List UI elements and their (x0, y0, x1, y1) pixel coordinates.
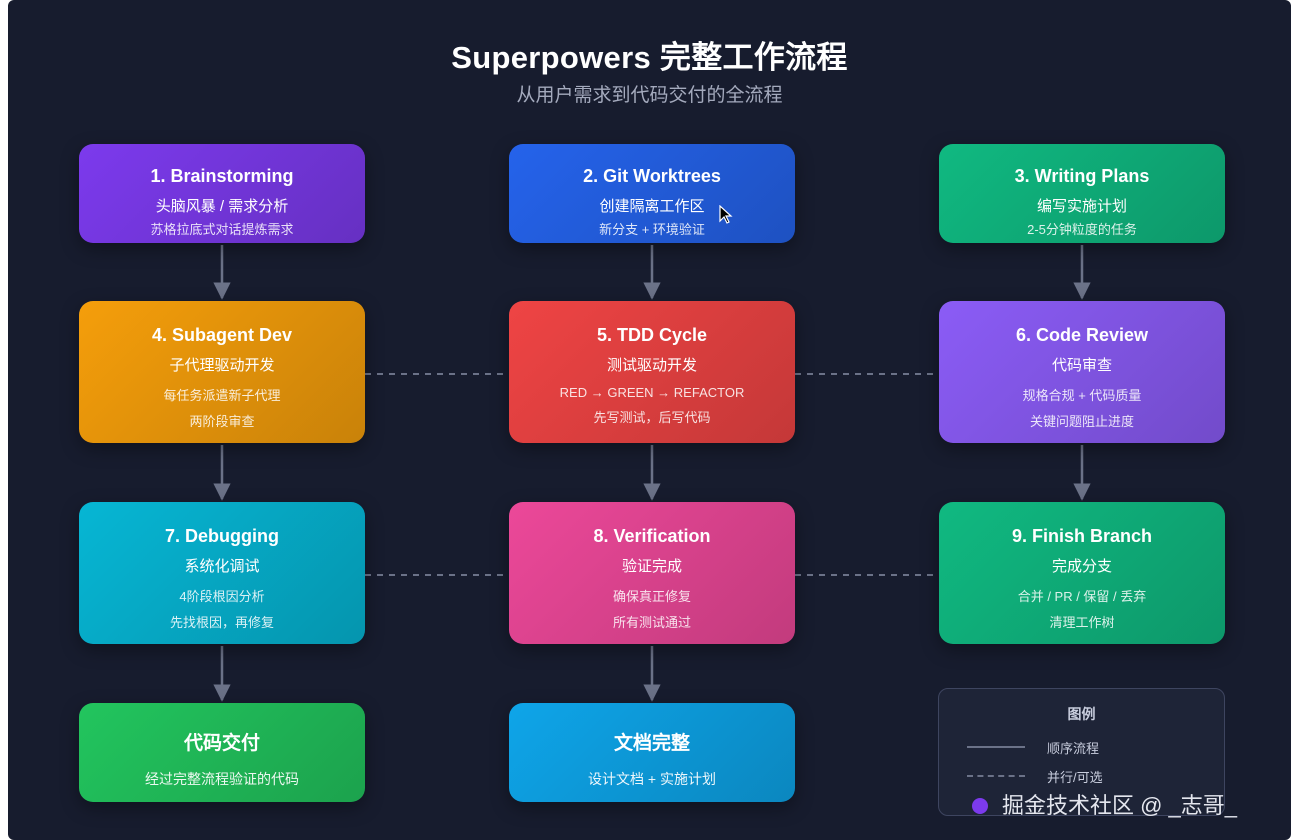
page-title: Superpowers 完整工作流程 (451, 40, 848, 75)
node-subtitle: 验证完成 (621, 558, 682, 575)
node-description: 苏格拉底式对话提炼需求 (150, 222, 294, 237)
node-verification: 8. Verification 验证完成确保真正修复所有测试通过 (509, 502, 795, 644)
legend-dashed-label: 并行/可选 (1047, 770, 1103, 785)
node-subtitle: 编写实施计划 (1036, 198, 1127, 215)
node-subtitle: 代码审查 (1051, 357, 1112, 374)
node-title: 文档完整 (613, 733, 690, 754)
node-tdd-cycle: 5. TDD Cycle 测试驱动开发 RED → GREEN → REFACTOR… (509, 301, 795, 443)
legend-dashed-line (967, 775, 1025, 777)
watermark: 掘金技术社区 @ _志哥_ (972, 788, 1237, 820)
node-brainstorming: 1. Brainstorming 头脑风暴 / 需求分析苏格拉底式对话提炼需求 (79, 144, 365, 243)
node-subtitle: 经过完整流程验证的代码 (145, 771, 299, 787)
node-description: 先写测试，后写代码 (593, 410, 711, 425)
node-finish-branch: 9. Finish Branch 完成分支合并 / PR / 保留 / 丢弃清理工… (939, 502, 1225, 644)
node-description: 清理工作树 (1049, 615, 1115, 630)
node-title: 8. Verification (593, 526, 711, 546)
node-writing-plans: 3. Writing Plans 编写实施计划 2-5分钟粒度的任务 (939, 144, 1225, 243)
node-subtitle: 头脑风暴 / 需求分析 (155, 198, 289, 215)
node-docs-complete: 文档完整设计文档 + 实施计划 (509, 703, 795, 802)
node-subagent-dev: 4. Subagent Dev 子代理驱动开发每任务派遣新子代理两阶段审查 (79, 301, 365, 443)
node-description: 关键问题阻止进度 (1029, 414, 1134, 429)
node-code-delivery: 代码交付经过完整流程验证的代码 (79, 703, 365, 802)
node-description: 所有测试通过 (612, 615, 691, 630)
node-title: 7. Debugging (165, 526, 279, 546)
mouse-cursor-icon (719, 205, 733, 224)
node-debugging: 7. Debugging 系统化调试 4阶段根因分析先找根因，再修复 (79, 502, 365, 644)
node-description: RED → GREEN → REFACTOR (559, 385, 745, 400)
legend: 图例 顺序流程 并行/可选 (938, 688, 1225, 816)
node-description: 每任务派遣新子代理 (163, 388, 281, 403)
node-description: 确保真正修复 (612, 589, 691, 604)
node-subtitle: 测试驱动开发 (606, 357, 697, 374)
node-subtitle: 设计文档 + 实施计划 (588, 771, 716, 787)
node-subtitle: 完成分支 (1051, 558, 1112, 575)
legend-title: 图例 (1067, 706, 1096, 722)
node-title: 6. Code Review (1015, 325, 1149, 345)
node-subtitle: 创建隔离工作区 (599, 198, 705, 215)
legend-solid-line (967, 746, 1025, 748)
node-description: 2-5分钟粒度的任务 (1027, 222, 1137, 237)
node-description: 两阶段审查 (189, 414, 255, 429)
node-title: 9. Finish Branch (1011, 526, 1153, 546)
node-title: 1. Brainstorming (150, 166, 294, 186)
page-subtitle: 从用户需求到代码交付的全流程 (516, 85, 783, 106)
node-title: 代码交付 (183, 733, 260, 754)
node-git-worktrees: 2. Git Worktrees 创建隔离工作区新分支 + 环境验证 (509, 144, 795, 243)
node-subtitle: 系统化调试 (184, 558, 260, 575)
node-description: 合并 / PR / 保留 / 丢弃 (1017, 589, 1147, 604)
node-subtitle: 子代理驱动开发 (169, 357, 275, 374)
watermark-dot-icon (972, 798, 988, 814)
node-description: 新分支 + 环境验证 (599, 222, 705, 237)
node-description: 4阶段根因分析 (179, 589, 265, 604)
node-code-review: 6. Code Review 代码审查规格合规 + 代码质量关键问题阻止进度 (939, 301, 1225, 443)
legend-solid-label: 顺序流程 (1047, 741, 1100, 756)
node-title: 4. Subagent Dev (151, 325, 293, 345)
node-description: 规格合规 + 代码质量 (1022, 388, 1142, 403)
node-title: 2. Git Worktrees (583, 166, 721, 186)
node-title: 3. Writing Plans (1014, 166, 1150, 186)
node-title: 5. TDD Cycle (596, 325, 708, 345)
node-description: 先找根因，再修复 (169, 615, 274, 630)
watermark-text: 掘金技术社区 @ _志哥_ (1002, 793, 1238, 818)
